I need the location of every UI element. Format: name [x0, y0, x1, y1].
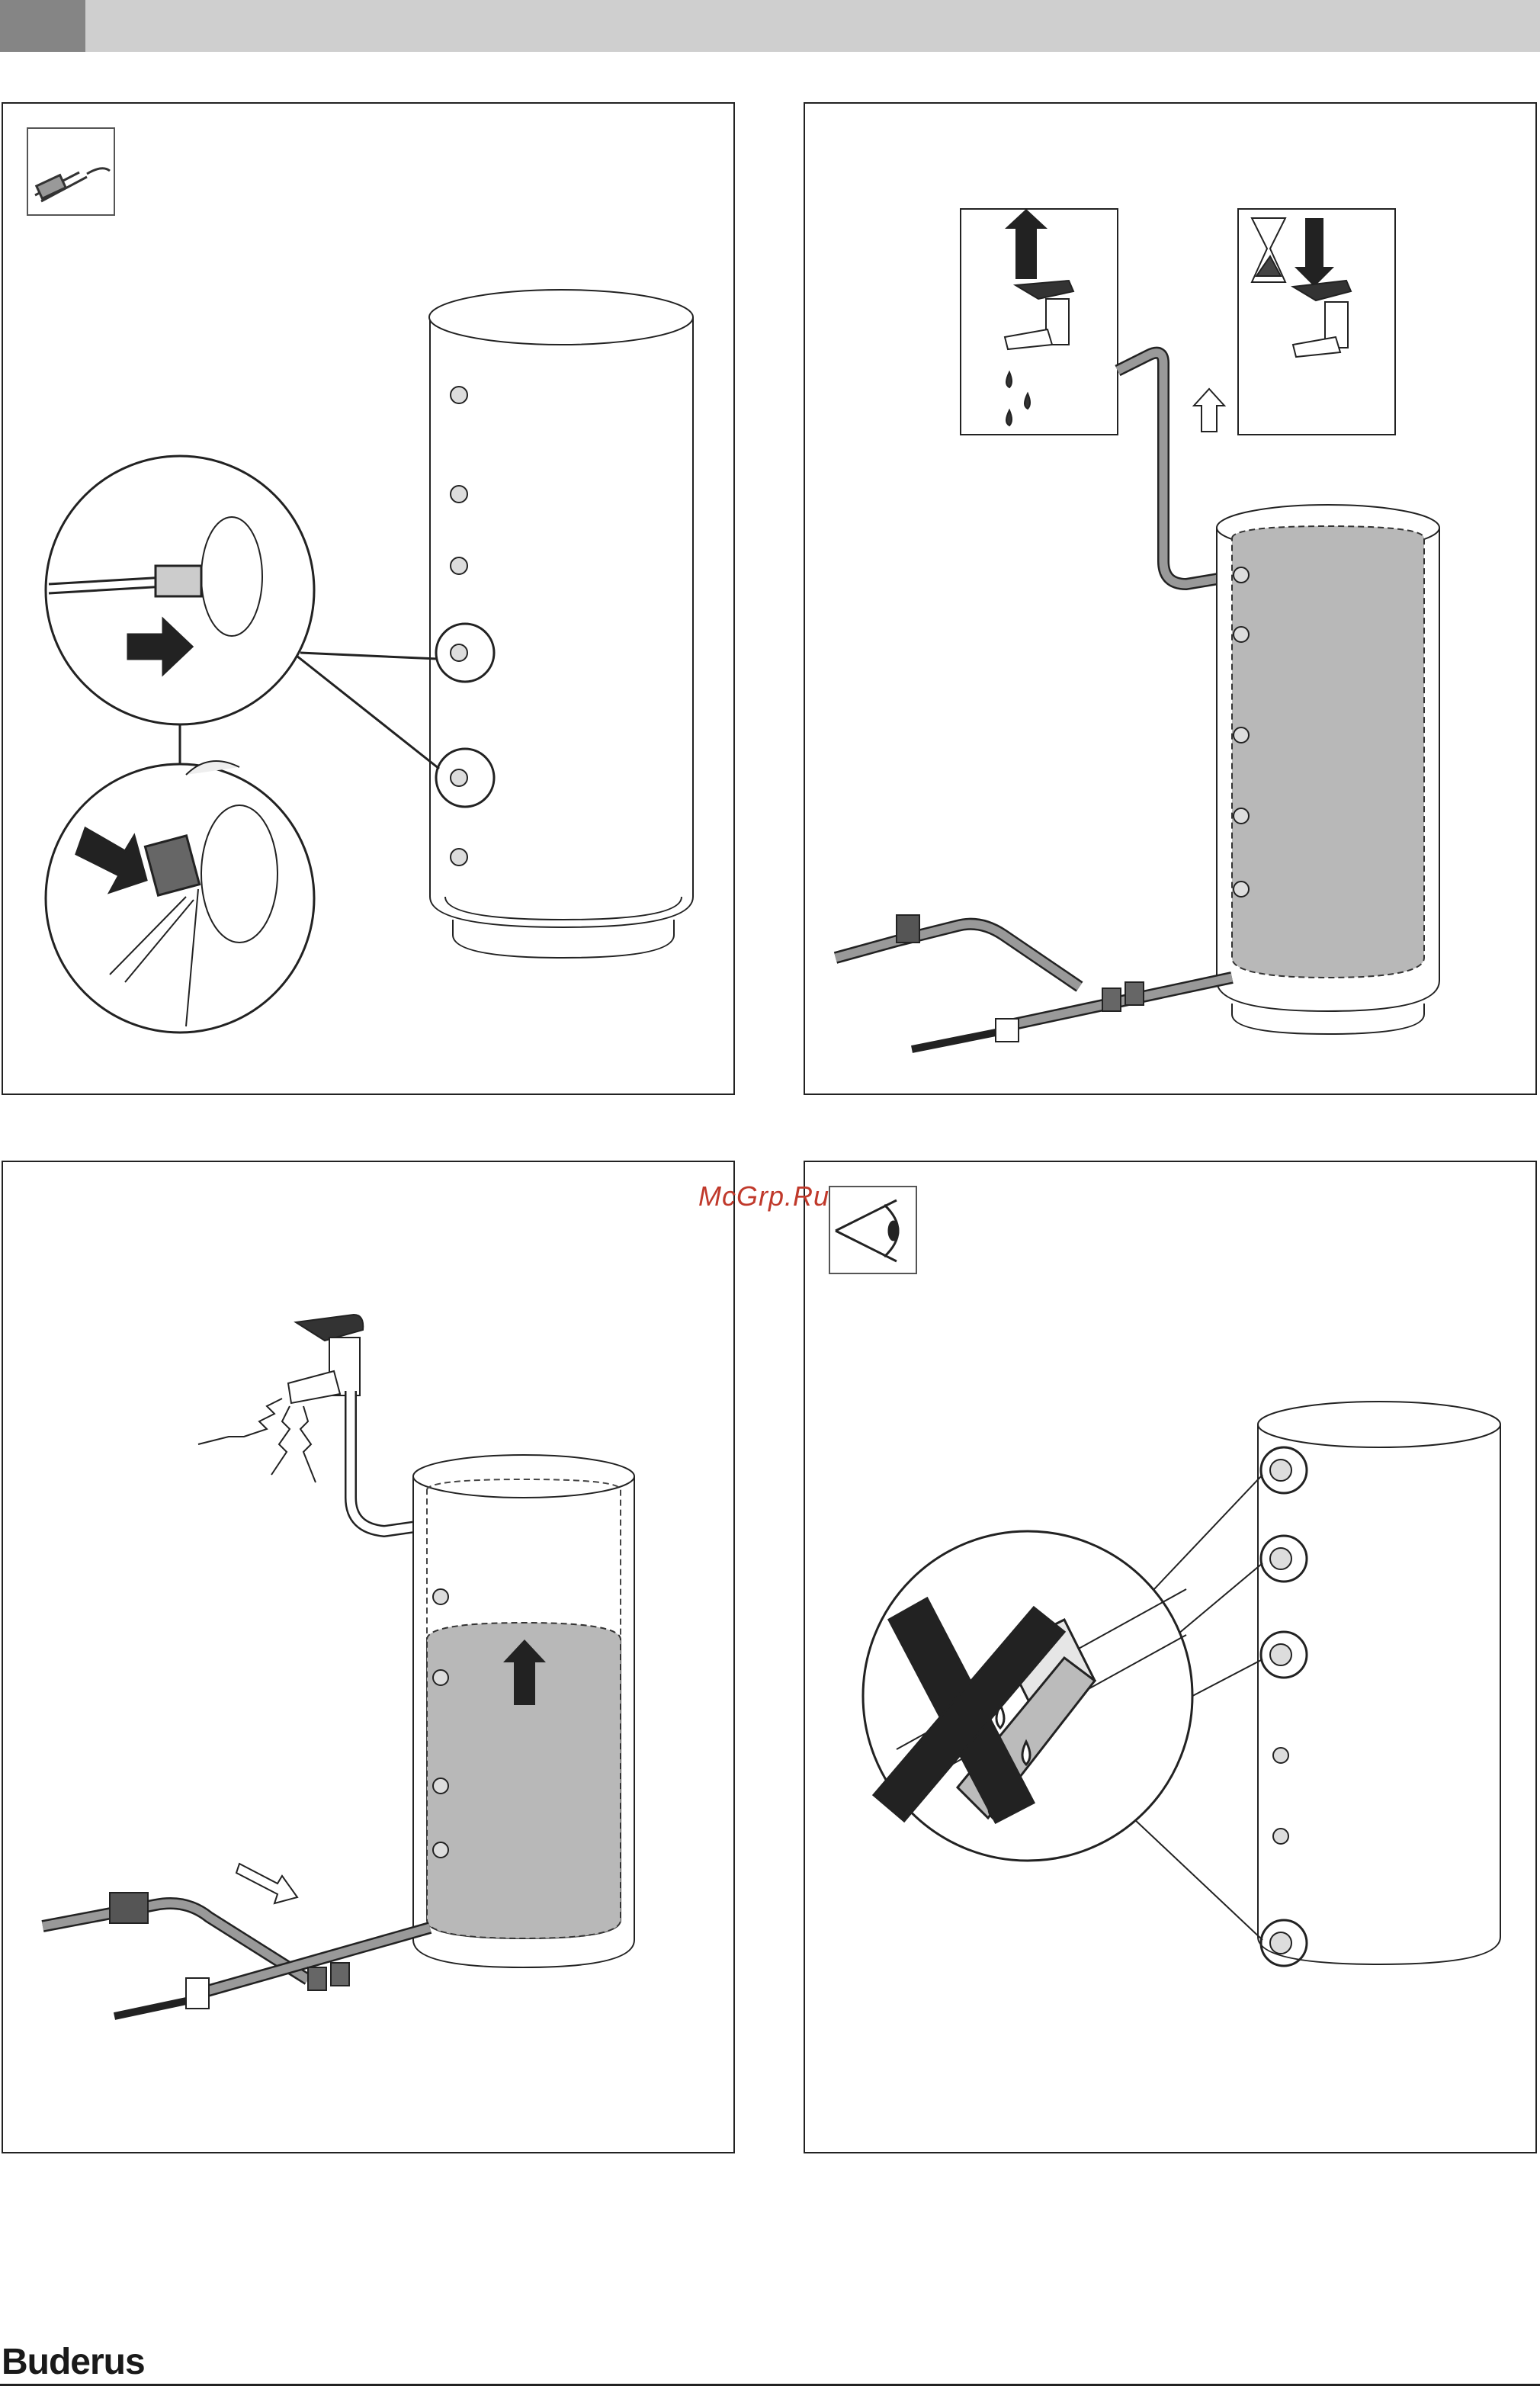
venting-illustration — [3, 1162, 735, 2153]
air-escaping-icon — [198, 1399, 316, 1482]
leak-check-illustration — [805, 1162, 1537, 2153]
tap-icon — [288, 1315, 363, 1403]
flow-direction-arrow — [236, 1864, 297, 1903]
header-tab-marker — [0, 0, 85, 52]
water-level-full — [1232, 526, 1424, 978]
open-tap-box — [961, 209, 1118, 435]
eye-icon-box — [829, 1187, 916, 1273]
panel-sensor-installation — [2, 102, 735, 1095]
footer-rule — [0, 2384, 1540, 2386]
inlet-pipe — [836, 915, 1232, 1049]
brand-logo: Buderus — [2, 2341, 145, 2383]
sensor-installation-illustration — [3, 104, 735, 1095]
panel-filling — [804, 102, 1537, 1095]
panel-leak-check — [804, 1161, 1537, 2153]
sensor-cable-icon — [27, 128, 114, 215]
header-bar — [0, 0, 1540, 52]
inlet-pipe — [43, 1864, 430, 2016]
detail-circle-upper — [46, 456, 439, 769]
filling-illustration — [805, 104, 1537, 1095]
storage-tank — [1258, 1402, 1500, 1964]
watermark-text: McGrp.Ru — [698, 1180, 829, 1212]
leak-detail-circle — [863, 1531, 1192, 1861]
detail-circle-lower — [46, 761, 314, 1033]
water-flow-up-arrow — [1194, 389, 1224, 432]
panel-venting — [2, 1161, 735, 2153]
